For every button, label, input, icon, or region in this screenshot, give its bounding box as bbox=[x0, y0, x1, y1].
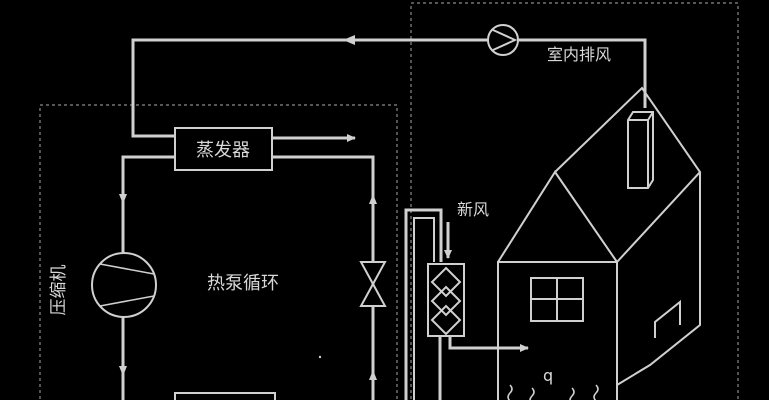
heat-pump-unit-boundary bbox=[39, 104, 398, 400]
heat-wave-4 bbox=[593, 384, 599, 400]
chimney-icon bbox=[627, 111, 654, 189]
indoor-exhaust-label: 室内排风 bbox=[547, 45, 611, 64]
exhaust-air-duct bbox=[131, 38, 647, 138]
fresh-air-duct-outer bbox=[404, 208, 443, 400]
fresh-air-duct-inner bbox=[413, 217, 435, 400]
compressor-icon bbox=[91, 252, 157, 318]
heat-wave-3 bbox=[569, 387, 575, 400]
heat-wave-2 bbox=[529, 387, 535, 400]
door-icon bbox=[654, 299, 681, 338]
heat-label: q bbox=[543, 366, 553, 385]
expansion-valve-icon bbox=[359, 261, 387, 307]
compressor-label: 压缩机 bbox=[49, 265, 69, 316]
condenser-box-top bbox=[174, 392, 276, 400]
evaporator-label: 蒸发器 bbox=[196, 140, 250, 161]
evaporator-box bbox=[174, 127, 273, 171]
house-icon bbox=[497, 86, 702, 400]
circuit-arrow-left bbox=[119, 194, 127, 204]
exhaust-fan-icon bbox=[487, 24, 519, 56]
circuit-arrow-right-top bbox=[369, 194, 377, 204]
fresh-air-label: 新风 bbox=[457, 200, 489, 219]
heat-pump-cycle-label: 热泵循环 bbox=[207, 273, 279, 294]
circuit-arrow-right-bottom bbox=[369, 370, 377, 380]
heat-exchanger-icon bbox=[427, 263, 465, 337]
building-boundary bbox=[410, 2, 739, 400]
heat-wave-1 bbox=[507, 384, 513, 400]
dot-marker bbox=[318, 355, 322, 359]
supply-air-duct bbox=[448, 335, 529, 352]
refrigerant-circuit bbox=[121, 155, 375, 400]
window-icon bbox=[530, 277, 584, 322]
exhaust-direction-arrow bbox=[343, 35, 355, 45]
circuit-arrow-left-bottom bbox=[119, 366, 127, 376]
